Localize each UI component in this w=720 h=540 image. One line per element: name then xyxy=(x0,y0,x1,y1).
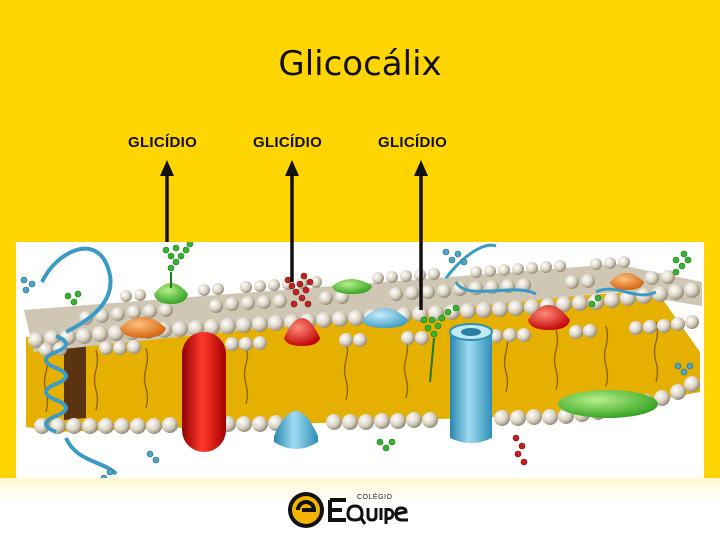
logo-tagline: COLÉGIO xyxy=(357,494,393,501)
sugar-chain-green-3 xyxy=(64,250,692,308)
arrowhead-2 xyxy=(285,160,299,176)
blue-peripheral-protein xyxy=(362,308,408,328)
glicidio-label-2: GLICÍDIO xyxy=(253,134,323,151)
green-membrane-protein xyxy=(558,390,658,418)
colegio-equipe-logo xyxy=(288,492,408,528)
arrowhead-1 xyxy=(160,160,174,176)
slide-title: Glicocálix xyxy=(278,44,442,84)
blue-chain-right xyxy=(444,243,537,296)
membrane-svg xyxy=(20,240,702,482)
sugar-chain-green-1 xyxy=(162,240,194,288)
orange-peripheral-protein-2 xyxy=(610,273,644,290)
sugar-chain-red-1 xyxy=(284,272,314,308)
red-glycoprotein xyxy=(284,318,320,346)
blue-channel-protein xyxy=(450,330,492,443)
red-transmembrane-protein xyxy=(182,332,226,452)
sugar-chain-bottom xyxy=(376,438,396,452)
cell-membrane-illustration xyxy=(16,240,704,482)
sugar-chain-blue xyxy=(20,248,694,482)
blue-inner-protein xyxy=(274,411,318,449)
green-peripheral-protein-2 xyxy=(332,279,372,294)
glicidio-label-3: GLICÍDIO xyxy=(378,134,448,151)
orange-peripheral-protein xyxy=(120,317,166,338)
sugar-chain-bottom-red xyxy=(512,434,528,466)
red-peripheral-protein xyxy=(528,305,570,330)
glicidio-label-1: GLICÍDIO xyxy=(128,134,198,151)
membrane-side-cut xyxy=(64,326,86,420)
blue-chain-right-2 xyxy=(595,287,657,297)
arrowhead-3 xyxy=(414,160,428,176)
sugar-chain-green-2 xyxy=(420,304,460,383)
green-peripheral-protein xyxy=(154,283,188,304)
